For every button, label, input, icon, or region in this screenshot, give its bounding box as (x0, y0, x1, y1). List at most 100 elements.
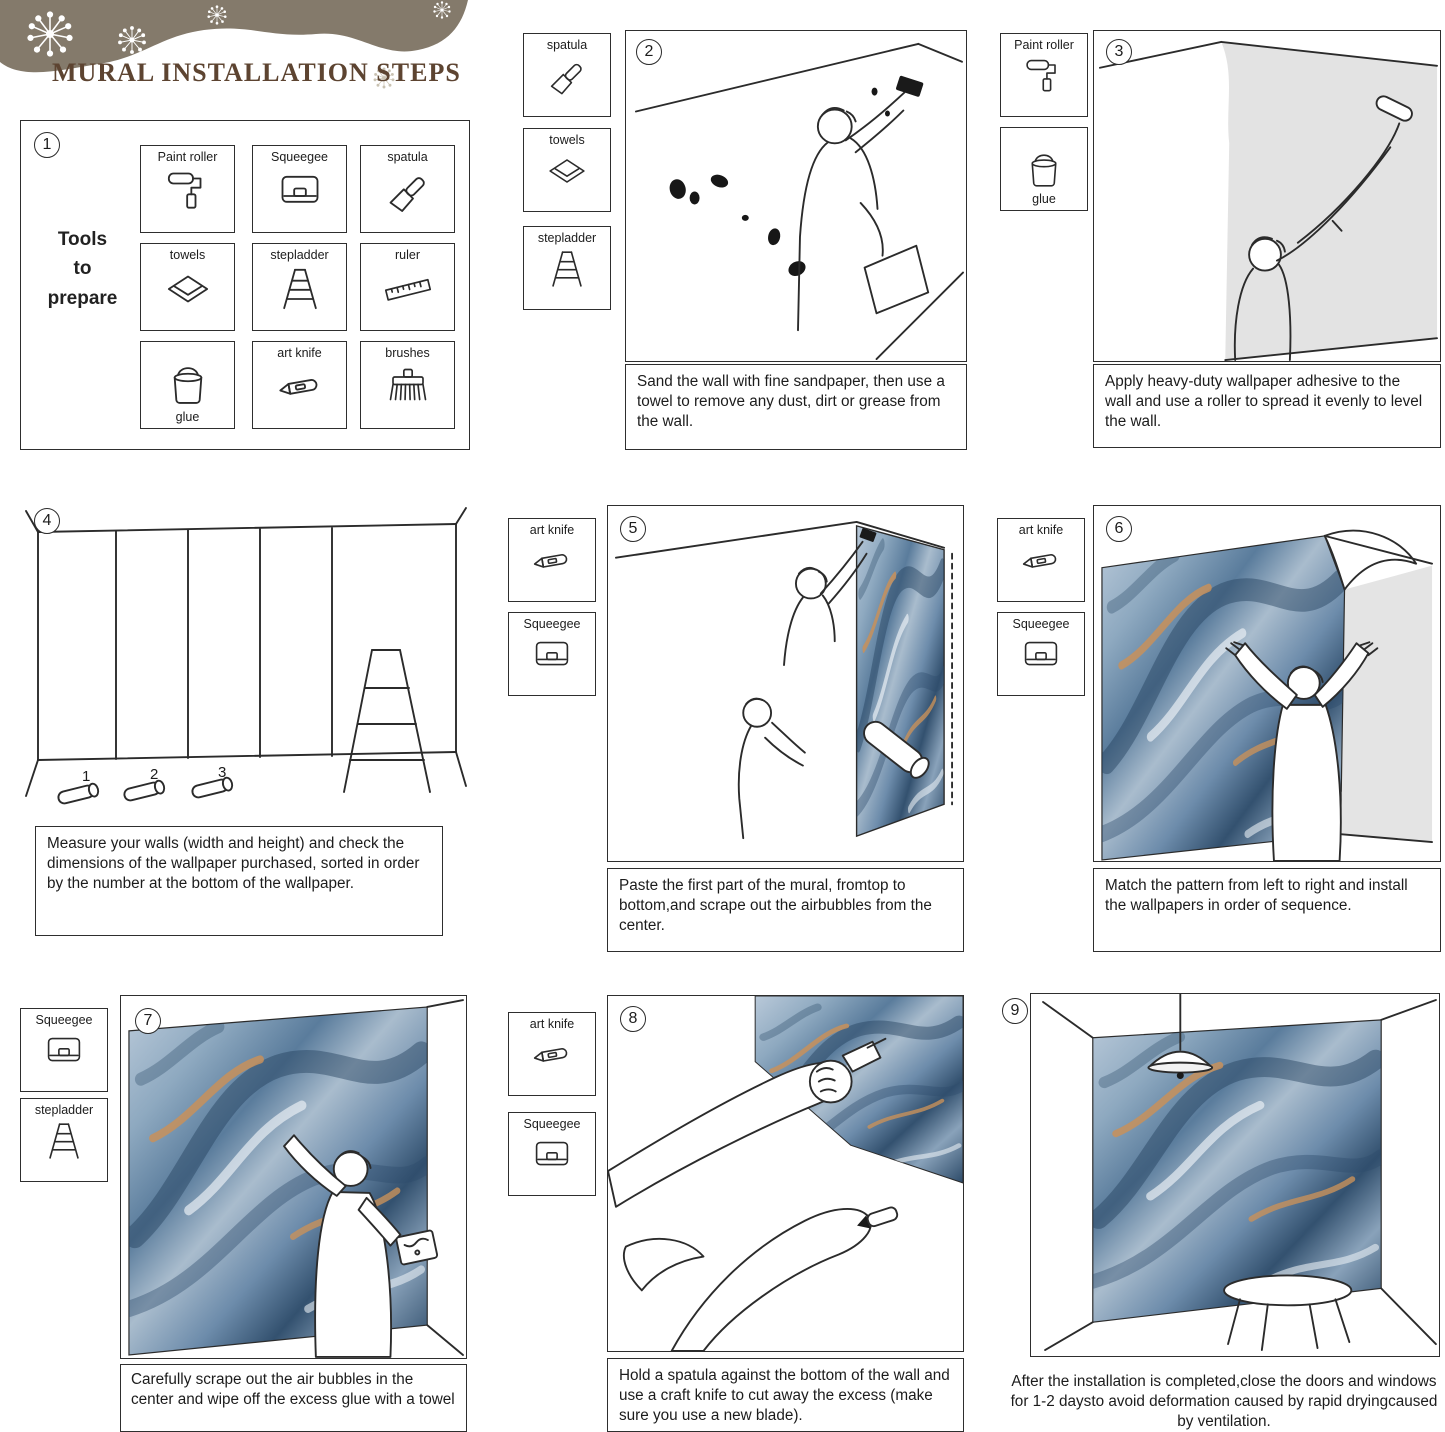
step2-panel: 2 (625, 30, 967, 362)
towel-icon (161, 264, 215, 314)
tool-tile-glue: glue (140, 341, 235, 429)
tool-label: art knife (277, 346, 322, 360)
tool-tile-towels: towels (140, 243, 235, 331)
person-top (783, 540, 868, 667)
tool-label: Paint roller (1014, 38, 1074, 52)
tool-label: glue (175, 410, 200, 424)
tool-label: spatula (387, 150, 428, 164)
tool-tile-brushes: brushes (360, 341, 455, 429)
tool-label: glue (1032, 192, 1056, 206)
tool-tile-squeegee: Squeegee (252, 145, 347, 233)
glue-icon (1021, 148, 1067, 192)
tool-tile-squeegee: Squeegee (997, 612, 1085, 696)
tool-tile-art-knife: art knife (508, 518, 596, 602)
tool-tile-stepladder: stepladder (523, 226, 611, 310)
tool-label: Squeegee (1012, 617, 1070, 631)
tools-heading: Tools to prepare (30, 225, 135, 313)
wallpaper-roll (863, 720, 930, 779)
art-knife-icon (1018, 539, 1064, 583)
tool-tile-paint-roller: Paint roller (140, 145, 235, 233)
tools-heading-line: prepare (47, 287, 118, 309)
step6-caption: Match the pattern from left to right and… (1093, 868, 1441, 952)
spatula-icon (381, 166, 435, 216)
step2-number: 2 (636, 39, 662, 65)
paint-roller-icon (1021, 54, 1067, 98)
mural-edge (754, 996, 963, 1184)
step8-caption: Hold a spatula against the bottom of the… (607, 1358, 964, 1432)
tool-tile-spatula: spatula (360, 145, 455, 233)
step6-illustration (1101, 529, 1433, 861)
panel-number: 1 (82, 768, 90, 785)
sanding-block (896, 75, 924, 97)
squeegee-icon (529, 633, 575, 677)
tool-label: art knife (529, 1017, 575, 1031)
step8-panel: 8 (607, 995, 964, 1352)
step9-panel (1030, 993, 1440, 1357)
step8-illustration (608, 996, 963, 1351)
stepladder-icon (544, 247, 590, 291)
stepladder-icon (41, 1119, 87, 1163)
step2-illustration (634, 42, 964, 360)
tool-tile-squeegee: Squeegee (508, 1112, 596, 1196)
squeegee-icon (1018, 633, 1064, 677)
step7-number: 7 (135, 1008, 161, 1034)
tool-label: Paint roller (157, 150, 218, 164)
step7-caption: Carefully scrape out the air bubbles in … (120, 1364, 467, 1432)
tool-tile-paint-roller: Paint roller (1000, 33, 1088, 117)
tool-tile-spatula: spatula (523, 33, 611, 117)
step8-number: 8 (620, 1006, 646, 1032)
curled-wallpaper (1323, 529, 1418, 591)
tool-tile-glue: glue (1000, 127, 1088, 211)
knife-in-hand (859, 528, 877, 542)
tool-label: brushes (385, 346, 430, 360)
step4-illustration: 1 2 3 (25, 507, 467, 805)
art-knife-icon (529, 539, 575, 583)
tool-label: Squeegee (35, 1013, 93, 1027)
person-figure (797, 91, 906, 332)
tool-tile-stepladder: stepladder (20, 1098, 108, 1182)
step7-illustration (128, 999, 464, 1358)
tool-tile-art-knife: art knife (997, 518, 1085, 602)
person-bottom (737, 697, 806, 840)
brushes-icon (381, 362, 435, 412)
paper-sheet (863, 244, 930, 315)
panel-number: 2 (150, 766, 158, 783)
paint-roller-icon (161, 166, 215, 216)
tool-label: spatula (546, 38, 588, 52)
panel-numbers: 1 2 3 (82, 764, 226, 785)
ruler-icon (381, 264, 435, 314)
paint-roller-figure (1296, 95, 1413, 244)
step3-number: 3 (1106, 39, 1132, 65)
step6-number: 6 (1106, 516, 1132, 542)
towel-icon (544, 149, 590, 193)
tool-tile-art-knife: art knife (508, 1012, 596, 1096)
towel-in-hand (395, 1229, 439, 1266)
tool-tile-stepladder: stepladder (252, 243, 347, 331)
step5-caption: Paste the first part of the mural, fromt… (607, 868, 964, 952)
tool-tile-art-knife: art knife (252, 341, 347, 429)
tool-tile-squeegee: Squeegee (508, 612, 596, 696)
step6-panel: 6 (1093, 505, 1441, 862)
squeegee-icon (273, 166, 327, 216)
banner-wave (0, 0, 468, 89)
step3-panel: 3 (1093, 30, 1441, 362)
step9-illustration (1042, 994, 1437, 1351)
step1-number: 1 (34, 132, 60, 158)
step9-number: 9 (1002, 998, 1028, 1024)
step2-caption: Sand the wall with fine sandpaper, then … (625, 364, 967, 450)
tool-tile-ruler: ruler (360, 243, 455, 331)
coffee-table (1223, 1274, 1353, 1351)
tool-tile-squeegee: Squeegee (20, 1008, 108, 1092)
step7-panel: 7 (120, 995, 467, 1359)
step4-number: 4 (34, 508, 60, 534)
stepladder-icon (273, 264, 327, 314)
tool-label: Squeegee (523, 617, 581, 631)
step5-panel: 5 (607, 505, 964, 862)
adhesive-area (1221, 41, 1438, 361)
art-knife-icon (273, 362, 327, 412)
tools-heading-line: to (73, 258, 92, 280)
tools-heading-line: Tools (57, 229, 108, 250)
step3-caption: Apply heavy-duty wallpaper adhesive to t… (1093, 364, 1441, 448)
step9-caption: After the installation is completed,clos… (1008, 1372, 1440, 1430)
step4-caption: Measure your walls (width and height) an… (35, 826, 443, 936)
